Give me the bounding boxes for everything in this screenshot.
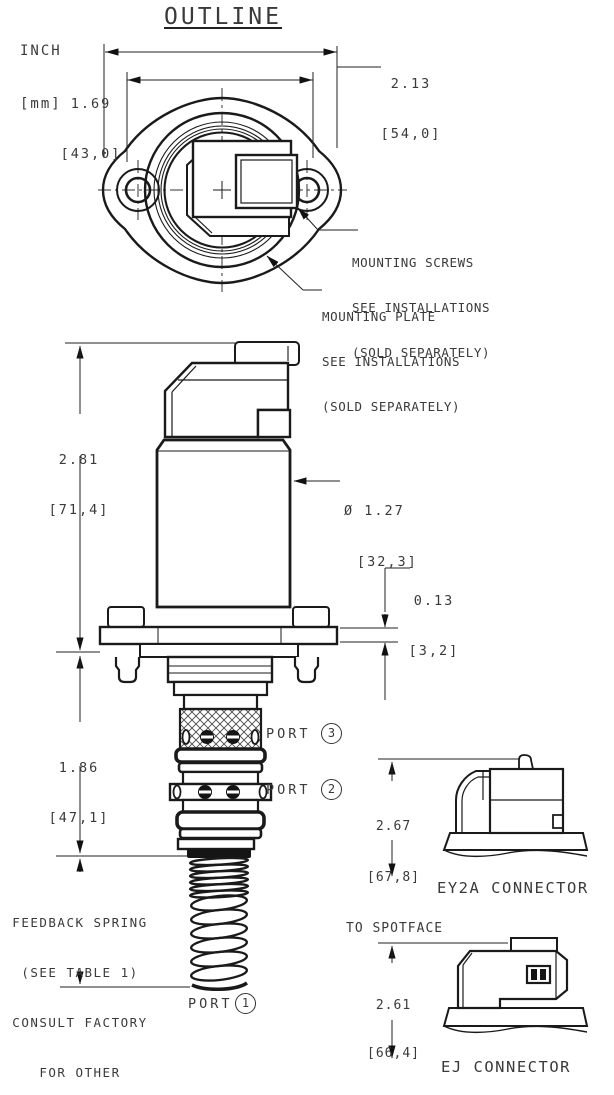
port-2-badge: 2 (321, 779, 342, 800)
units-secondary: [mm] (20, 95, 62, 112)
drawing-title: OUTLINE (164, 4, 282, 30)
dim-ey2a-height: 2.67 [67,8] TO SPOTFACE (346, 784, 444, 971)
dim-value-mm: [71,4] (48, 501, 110, 518)
side-view-linework (56, 341, 410, 991)
dim-value-inch: 1.27 (364, 503, 405, 519)
ey2a-connector-drawing (378, 754, 589, 877)
dim-value-mm: [3,2] (408, 642, 460, 659)
dim-coil-diameter: Ø 1.27 [32,3] (344, 469, 418, 605)
callout-mounting-screws: MOUNTING SCREWS SEE INSTALLATIONS (SOLD … (352, 255, 491, 360)
port-1-label: PORT (188, 996, 233, 1012)
diameter-symbol: Ø (344, 503, 355, 519)
dim-value-mm: [43,0] (60, 145, 122, 162)
dim-flange-inner-width: 1.69 [43,0] (46, 63, 136, 195)
dim-value-inch: 2.13 (390, 76, 432, 92)
top-view-linework (98, 44, 381, 292)
dim-value-inch: 1.86 (58, 760, 100, 776)
port-3-label: PORT (266, 726, 311, 742)
port-1-badge: 1 (235, 993, 256, 1014)
feedback-spring-linework (188, 856, 250, 991)
dim-value-inch: 2.61 (375, 998, 412, 1013)
dim-value-inch: 2.67 (375, 819, 412, 834)
units-note: INCH [mm] (20, 8, 62, 148)
callout-mounting-plate: MOUNTING PLATE SEE INSTALLATIONS (SOLD S… (322, 309, 461, 414)
port-2-label: PORT (266, 782, 311, 798)
dim-value-mm: [66,4] (367, 1046, 420, 1061)
dim-value-mm: [54,0] (380, 125, 442, 142)
dim-value-inch: 0.13 (413, 593, 455, 609)
port-3-badge: 3 (321, 723, 342, 744)
dim-overall-height: 2.81 [71,4] (46, 419, 112, 551)
dim-value-inch: 2.81 (58, 452, 100, 468)
ej-connector-drawing (378, 937, 589, 1059)
units-primary: INCH (20, 43, 62, 59)
ej-connector-label: EJ CONNECTOR (441, 1058, 571, 1076)
dim-ej-height: 2.61 [66,4] TO SPOTFACE (346, 966, 442, 1095)
dim-value-inch: 1.69 (70, 96, 112, 112)
dim-note: TO SPOTFACE (346, 921, 444, 936)
dim-flange-outer-width: 2.13 [54,0] (380, 43, 442, 175)
dim-value-mm: [32,3] (357, 554, 418, 570)
dim-cartridge-length: 1.86 [47,1] (46, 727, 112, 859)
dim-value-mm: [67,8] (367, 870, 420, 885)
ey2a-connector-label: EY2A CONNECTOR (437, 879, 589, 897)
feedback-spring-note: FEEDBACK SPRING (SEE TABLE 1) CONSULT FA… (12, 915, 148, 1080)
dim-value-mm: [47,1] (48, 809, 110, 826)
dim-plate-thickness: 0.13 [3,2] (404, 560, 464, 692)
